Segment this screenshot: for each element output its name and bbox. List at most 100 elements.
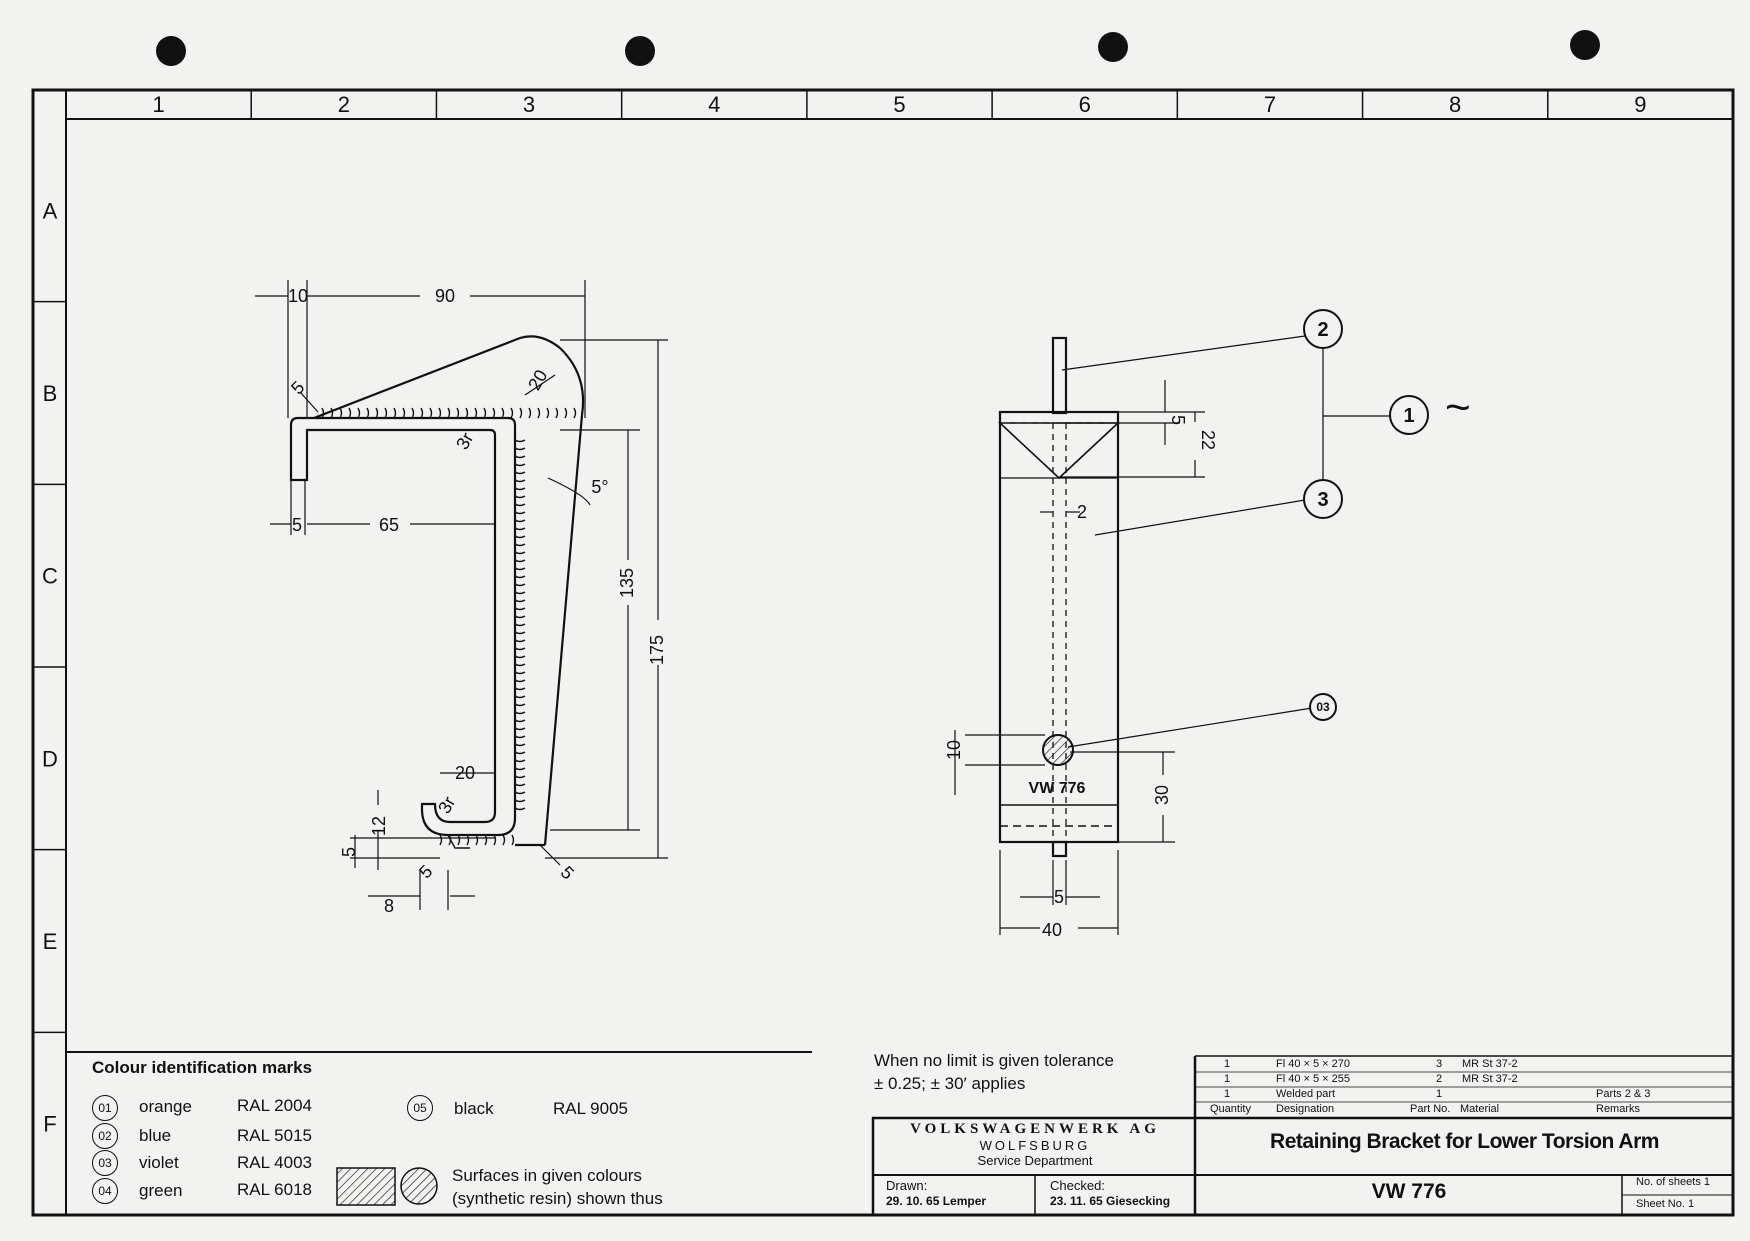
parts-row-partno: 3 xyxy=(1436,1058,1443,1070)
colour-mark-violet xyxy=(1042,734,1074,766)
parts-header-qty: Quantity xyxy=(1210,1103,1251,1115)
column-label: 5 xyxy=(893,92,905,117)
dimension-label: 5 xyxy=(287,377,308,398)
dimension-label: 3r xyxy=(434,793,459,817)
front-view-leaders xyxy=(1061,335,1390,748)
legend-ral-04: RAL 6018 xyxy=(237,1180,312,1199)
drawn-value: 29. 10. 65 Lemper xyxy=(886,1194,987,1208)
row-label: E xyxy=(43,929,58,954)
drawing-title: Retaining Bracket for Lower Torsion Arm xyxy=(1270,1130,1659,1153)
parts-row-partno: 1 xyxy=(1436,1088,1443,1100)
dimension-label: 10 xyxy=(288,286,308,306)
balloon-label: 3 xyxy=(1317,489,1328,511)
part-balloons: 2 1 3 03 xyxy=(1303,309,1429,721)
parts-header-designation: Designation xyxy=(1276,1103,1335,1115)
part-balloon xyxy=(1303,309,1343,349)
dimension-label: 5 xyxy=(339,847,359,857)
dimension-label: 20 xyxy=(524,366,551,393)
legend-code-05: 05 xyxy=(407,1095,433,1121)
bracket-outer-profile xyxy=(289,416,517,837)
legend-code-02: 02 xyxy=(92,1123,118,1149)
weld-seam xyxy=(321,407,577,419)
legend-name-05: black xyxy=(454,1099,494,1118)
dimension-label: 5 xyxy=(557,862,578,883)
parts-header-material: Material xyxy=(1460,1103,1500,1115)
dimension-label: 65 xyxy=(379,515,399,535)
dimension-label: 5 xyxy=(1168,415,1188,425)
legend-name-04: green xyxy=(139,1181,183,1200)
legend-ral-02: RAL 5015 xyxy=(237,1126,312,1145)
dimension-label: 22 xyxy=(1198,430,1218,450)
balloon-label: 03 xyxy=(1316,700,1330,714)
row-dividers xyxy=(33,300,66,1034)
dimension-label: 5° xyxy=(591,477,608,497)
legend-ral-01: RAL 2004 xyxy=(237,1096,312,1115)
tolerance-line2: ± 0.25; ± 30′ applies xyxy=(874,1074,1026,1093)
parts-row-designation: Fl 40 × 5 × 270 xyxy=(1276,1058,1350,1070)
dimension-label: 5 xyxy=(415,861,436,882)
dimension-label: 20 xyxy=(455,763,475,783)
legend-title: Colour identification marks xyxy=(92,1058,313,1077)
parts-header-partno: Part No. xyxy=(1410,1103,1451,1115)
parts-row-partno: 2 xyxy=(1436,1073,1443,1085)
balloon-label: 1 xyxy=(1403,405,1414,427)
punch-hole xyxy=(625,36,655,66)
balloon-label: 2 xyxy=(1317,319,1328,341)
parts-row-qty: 1 xyxy=(1224,1058,1231,1070)
row-label: A xyxy=(43,198,58,223)
center-rib-lower xyxy=(1051,840,1068,858)
company-name: VOLKSWAGENWERK AG xyxy=(910,1121,1160,1137)
tolerance-note: When no limit is given tolerance ± 0.25;… xyxy=(874,1049,1114,1095)
dimension-label: 135 xyxy=(617,568,637,598)
outer-frame xyxy=(31,88,1735,1217)
tilde-symbol: ~ xyxy=(1445,383,1471,432)
punch-hole xyxy=(1570,30,1600,60)
part-balloon xyxy=(1309,693,1337,721)
row-label: F xyxy=(43,1112,56,1137)
dimension-label: 2 xyxy=(1077,502,1087,522)
column-label: 4 xyxy=(708,92,720,117)
dimension-label: 5 xyxy=(1054,887,1064,907)
surface-sample-circle xyxy=(400,1167,438,1205)
punch-hole xyxy=(156,36,186,66)
legend-name-02: blue xyxy=(139,1126,172,1145)
checked-value: 23. 11. 65 Giesecking xyxy=(1050,1194,1171,1208)
row-label: C xyxy=(42,564,58,589)
parts-row-material: MR St 37-2 xyxy=(1462,1073,1518,1085)
dimension-label: 3r xyxy=(452,429,477,453)
punch-hole xyxy=(1098,32,1128,62)
sheet-number: Sheet No. 1 xyxy=(1636,1198,1695,1210)
surfaces-note-line2: (synthetic resin) shown thus xyxy=(452,1189,663,1208)
side-view-dimensions xyxy=(255,280,668,910)
center-rib xyxy=(1051,336,1068,415)
column-label: 6 xyxy=(1079,92,1091,117)
company-block: VOLKSWAGENWERK AG WOLFSBURG Service Depa… xyxy=(880,1121,1190,1168)
legend-code-03: 03 xyxy=(92,1150,118,1176)
parts-row-remarks: Parts 2 & 3 xyxy=(1596,1088,1651,1100)
legend-ral-05: RAL 9005 xyxy=(553,1099,628,1118)
part-balloon xyxy=(1389,395,1429,435)
column-label: 1 xyxy=(152,92,164,117)
row-label: B xyxy=(43,381,58,406)
parts-row-designation: Welded part xyxy=(1276,1088,1336,1100)
front-view-label: VW 776 xyxy=(1029,780,1086,797)
dimension-label: 10 xyxy=(944,740,964,760)
front-view-dimensions xyxy=(954,380,1205,935)
parts-row-designation: Fl 40 × 5 × 255 xyxy=(1276,1073,1350,1085)
drawn-label: Drawn: xyxy=(886,1178,928,1193)
dimension-label: 12 xyxy=(369,816,389,836)
legend-code-01: 01 xyxy=(92,1095,118,1121)
column-label: 8 xyxy=(1449,92,1461,117)
parts-header-remarks: Remarks xyxy=(1596,1103,1641,1115)
title-block xyxy=(871,1055,1735,1217)
row-label: D xyxy=(42,746,58,771)
parts-row-qty: 1 xyxy=(1224,1073,1231,1085)
dimension-label: 175 xyxy=(647,635,667,665)
legend-ral-03: RAL 4003 xyxy=(237,1153,312,1172)
legend-name-03: violet xyxy=(139,1153,179,1172)
column-label: 7 xyxy=(1264,92,1276,117)
company-department: Service Department xyxy=(977,1153,1093,1168)
weld-seam xyxy=(514,439,526,811)
